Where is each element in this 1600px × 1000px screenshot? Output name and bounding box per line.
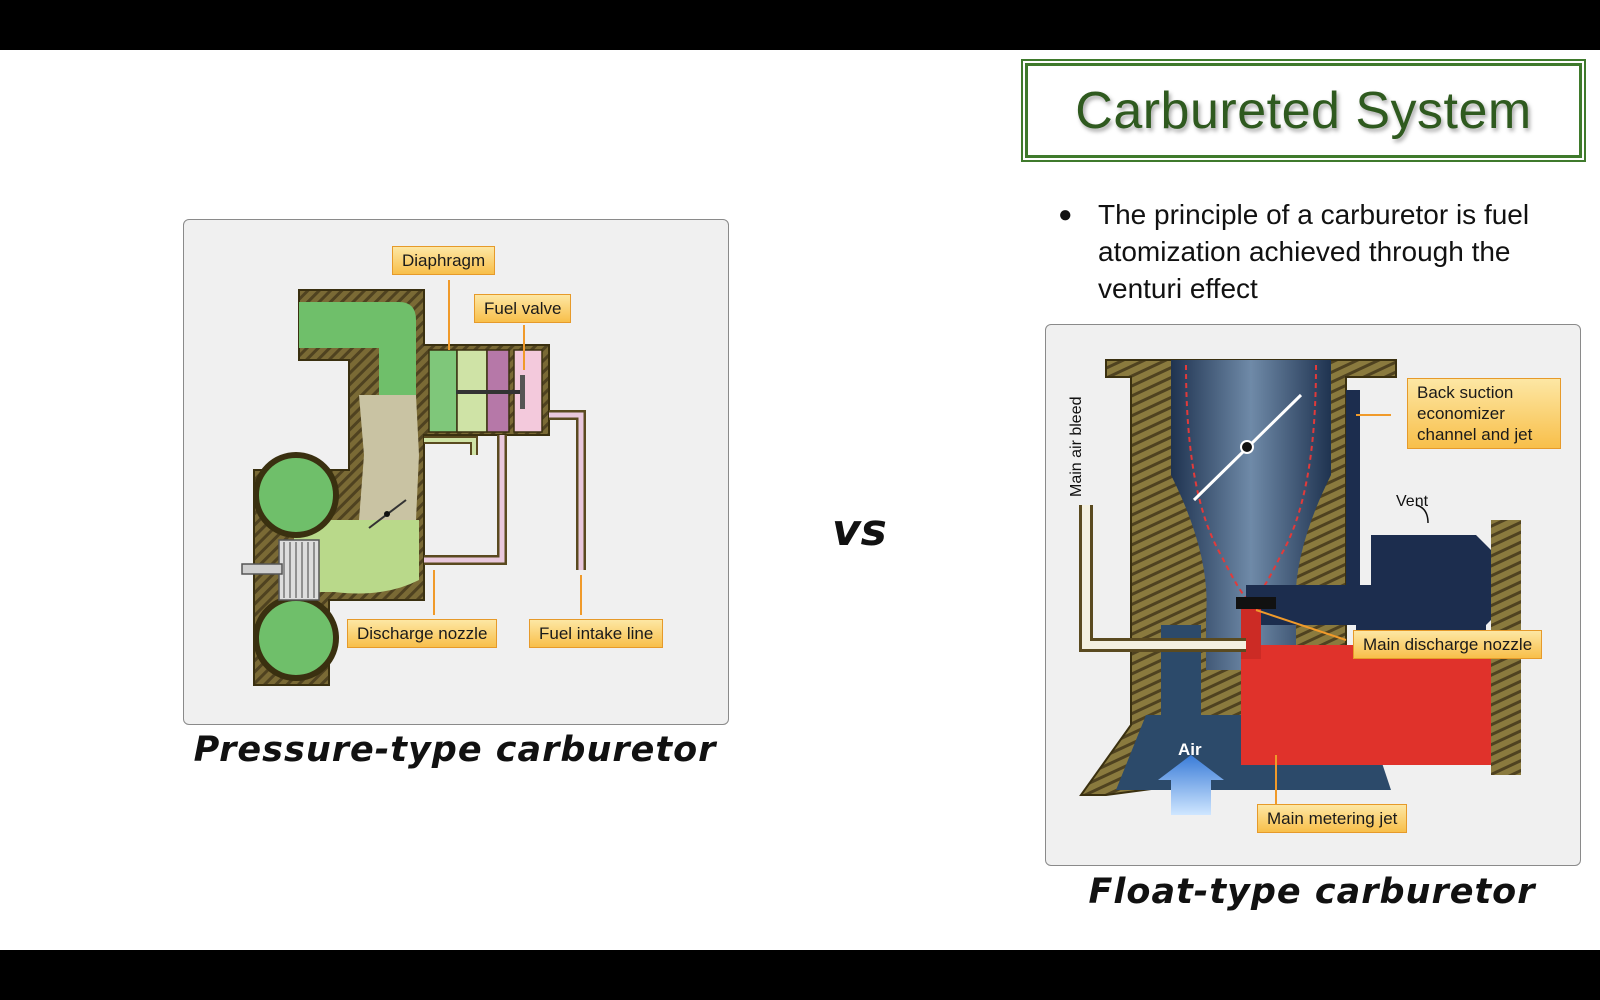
top-black-bar [0,0,1600,50]
air-label: Air [1178,740,1202,759]
slide-title: Carbureted System [1075,81,1532,140]
slide-title-box: Carbureted System [1025,63,1582,158]
discharge-nozzle-callout: Discharge nozzle [347,619,498,648]
bullet-text: The principle of a carburetor is fuel at… [1098,199,1530,304]
pressure-carburetor-diagram: Diaphragm Fuel valve Discharge nozzle Fu… [183,219,729,725]
bullet-point: ● The principle of a carburetor is fuel … [1058,196,1578,307]
diaphragm-callout: Diaphragm [392,246,496,275]
fuel-intake-line-callout: Fuel intake line [529,619,664,648]
back-suction-callout: Back suction economizer channel and jet [1407,378,1561,449]
pressure-carburetor-caption: Pressure-type carburetor [193,730,717,770]
main-air-bleed-label: Main air bleed [1068,396,1085,498]
vs-label: vs [832,505,887,556]
float-carburetor-diagram: Main air bleed Back suction economizer c… [1045,324,1581,866]
float-carburetor-illustration [1079,359,1521,815]
float-carburetor-caption: Float-type carburetor [1088,872,1536,912]
main-discharge-nozzle-callout: Main discharge nozzle [1353,630,1543,659]
main-metering-jet-callout: Main metering jet [1257,804,1408,833]
pressure-carburetor-illustration [241,280,586,686]
bottom-black-bar [0,950,1600,1000]
fuel-valve-callout: Fuel valve [474,294,572,323]
vent-label: Vent [1396,493,1429,510]
bullet-marker: ● [1058,201,1073,228]
